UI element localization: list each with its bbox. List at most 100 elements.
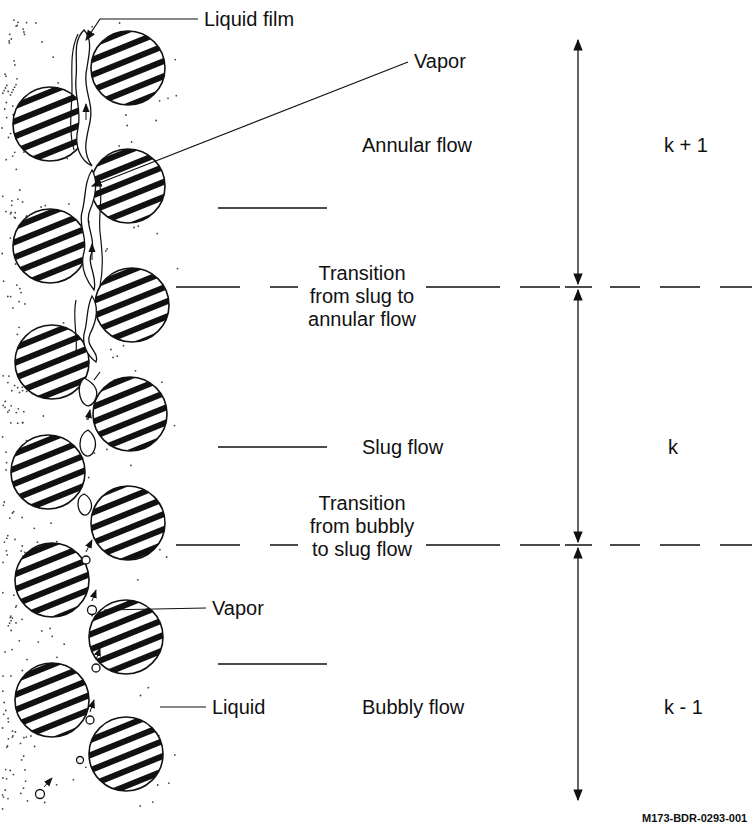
liquid-speckle (147, 687, 149, 689)
liquid-speckle (22, 670, 24, 672)
liquid-speckle (1, 127, 3, 129)
liquid-speckle (4, 73, 6, 75)
liquid-speckle (15, 263, 17, 265)
liquid-speckle (18, 640, 20, 642)
liquid-speckle (15, 622, 17, 624)
liquid-speckle (118, 145, 120, 147)
liquid-speckle (2, 92, 4, 94)
liquid-speckle (41, 41, 43, 43)
liquid-speckle (130, 465, 132, 467)
liquid-speckle (7, 738, 9, 740)
liquid-speckle (66, 158, 68, 160)
liquid-speckle (35, 22, 37, 24)
cell-index: k (666, 436, 680, 459)
liquid-speckle (20, 793, 22, 795)
liquid-speckle (15, 412, 17, 414)
liquid-speckle (9, 617, 11, 619)
liquid-speckle (17, 21, 19, 23)
liquid-speckle (159, 100, 161, 102)
liquid-speckle (2, 794, 4, 796)
liquid-speckle (3, 90, 5, 92)
liquid-speckle (14, 212, 16, 214)
liquid-speckle (22, 390, 24, 392)
liquid-speckle (9, 237, 11, 239)
liquid-speckle (6, 537, 8, 539)
liquid-speckle (2, 195, 4, 197)
liquid-speckle (63, 643, 65, 645)
liquid-speckle (7, 411, 9, 413)
liquid-speckle (14, 86, 16, 88)
callout-label: Liquid film (202, 8, 296, 31)
drawing-number: M173-BDR-0293-001 (640, 812, 749, 825)
liquid-speckle (37, 541, 39, 543)
liquid-speckle (167, 97, 169, 99)
liquid-speckle (17, 422, 19, 424)
liquid-speckle (13, 594, 15, 596)
liquid-speckle (2, 675, 4, 677)
liquid-speckle (2, 690, 4, 692)
liquid-speckle (4, 108, 6, 110)
liquid-speckle (7, 296, 9, 298)
liquid-speckle (85, 766, 87, 768)
liquid-speckle (174, 425, 176, 427)
liquid-speckle (8, 409, 10, 411)
cell-index: k - 1 (662, 696, 705, 719)
liquid-speckle (14, 64, 16, 66)
liquid-speckle (22, 201, 24, 203)
liquid-speckle (15, 25, 17, 27)
liquid-speckle (5, 75, 7, 77)
liquid-speckle (19, 392, 21, 394)
liquid-speckle (30, 735, 32, 737)
liquid-speckle (27, 800, 29, 802)
liquid-speckle (10, 94, 12, 96)
liquid-speckle (9, 517, 11, 519)
liquid-speckle (2, 592, 4, 594)
liquid-speckle (13, 60, 15, 62)
liquid-speckle (34, 746, 36, 748)
liquid-speckle (168, 782, 170, 784)
liquid-speckle (23, 31, 25, 33)
vapor-bubble (36, 556, 101, 799)
liquid-speckle (2, 562, 4, 564)
liquid-speckle (63, 322, 65, 324)
liquid-speckle (18, 301, 20, 303)
liquid-speckle (49, 628, 51, 630)
liquid-speckle (6, 554, 8, 556)
liquid-speckle (10, 422, 12, 424)
liquid-speckle (137, 225, 139, 227)
liquid-speckle (3, 796, 5, 798)
liquid-speckle (52, 56, 54, 58)
liquid-speckle (24, 34, 26, 36)
liquid-speckle (2, 777, 4, 779)
liquid-speckle (105, 250, 107, 252)
liquid-speckle (19, 189, 21, 191)
liquid-speckle (4, 401, 6, 403)
liquid-speckle (3, 501, 5, 503)
liquid-speckle (7, 382, 9, 384)
liquid-speckle (126, 125, 128, 127)
liquid-speckle (33, 527, 35, 529)
liquid-speckle (21, 517, 23, 519)
liquid-speckle (5, 710, 7, 712)
liquid-speckle (6, 550, 8, 552)
liquid-speckle (2, 405, 4, 407)
liquid-speckle (4, 541, 6, 543)
region-label: Bubbly flow (360, 696, 466, 719)
liquid-speckle (10, 620, 12, 622)
liquid-speckle (5, 469, 7, 471)
liquid-speckle (19, 288, 21, 290)
liquid-speckle (16, 284, 18, 286)
liquid-speckle (20, 550, 22, 552)
liquid-speckle (10, 630, 12, 632)
liquid-speckle (10, 38, 12, 40)
liquid-speckle (6, 778, 8, 780)
liquid-speckle (5, 87, 7, 89)
callout-label: Vapor (210, 597, 266, 620)
liquid-speckle (1, 253, 3, 255)
liquid-speckle (22, 28, 24, 30)
liquid-speckle (2, 808, 4, 810)
liquid-speckle (17, 334, 19, 336)
liquid-speckle (51, 635, 53, 637)
liquid-speckle (6, 85, 8, 87)
liquid-speckle (110, 349, 112, 351)
